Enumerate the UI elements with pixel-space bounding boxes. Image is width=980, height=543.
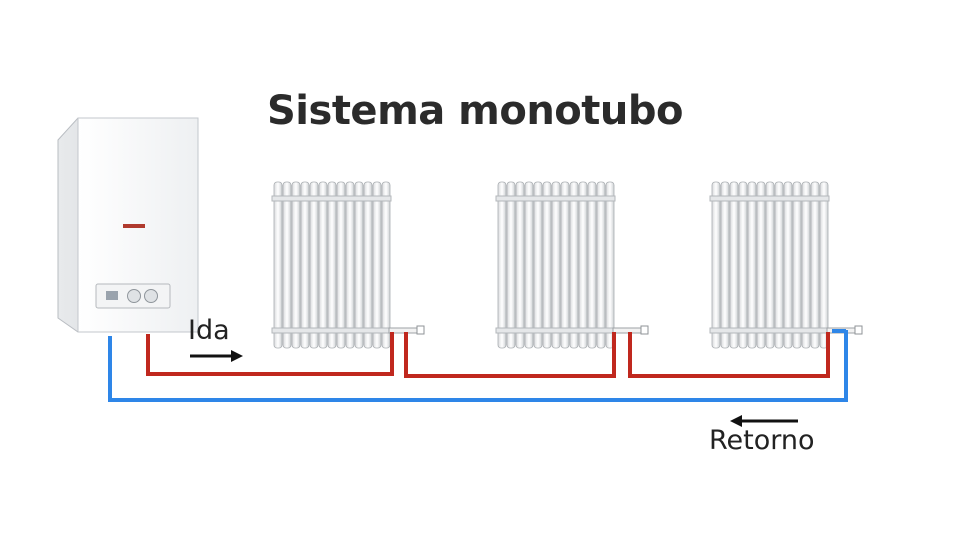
radiator-fin — [533, 181, 543, 349]
radiator-fin — [497, 181, 507, 349]
radiator-fin — [381, 181, 391, 349]
radiator-fin — [282, 181, 292, 349]
radiator-fin — [309, 181, 319, 349]
radiator-fin — [300, 181, 310, 349]
radiator-1 — [271, 181, 425, 349]
radiator-bottom-header — [495, 327, 616, 334]
radiator-fin — [587, 181, 597, 349]
radiator-bottom-header — [709, 327, 830, 334]
radiator-fin — [551, 181, 561, 349]
return-label: Retorno — [709, 425, 815, 456]
wall-boiler-icon — [57, 117, 199, 333]
radiator-fin — [765, 181, 775, 349]
radiator-top-header — [709, 195, 830, 202]
radiator-fin — [515, 181, 525, 349]
return-flow-arrow-icon — [730, 415, 798, 427]
radiator-valve — [612, 327, 642, 334]
supply-pipe-segment-3 — [628, 332, 830, 378]
radiator-fin — [363, 181, 373, 349]
radiator-top-header — [495, 195, 616, 202]
radiator-fin — [273, 181, 283, 349]
radiator-3 — [709, 181, 863, 349]
radiator-fin — [720, 181, 730, 349]
radiator-fin — [578, 181, 588, 349]
radiator-fin — [783, 181, 793, 349]
radiator-fin — [801, 181, 811, 349]
radiator-fin — [318, 181, 328, 349]
radiator-fin — [336, 181, 346, 349]
diagram-title: Sistema monotubo — [266, 88, 684, 134]
radiator-fin — [354, 181, 364, 349]
radiator-bottom-header — [271, 327, 392, 334]
radiator-fin — [524, 181, 534, 349]
supply-flow-arrow-icon — [190, 350, 243, 362]
return-pipe — [108, 330, 848, 402]
radiator-fin — [569, 181, 579, 349]
radiator-fin — [774, 181, 784, 349]
radiator-fin — [345, 181, 355, 349]
radiator-top-header — [271, 195, 392, 202]
radiator-valve-cap — [640, 325, 649, 335]
radiator-fin — [372, 181, 382, 349]
radiator-fin — [747, 181, 757, 349]
radiator-fin — [605, 181, 615, 349]
radiator-fin — [819, 181, 829, 349]
radiator-valve-cap — [416, 325, 425, 335]
radiator-fin — [596, 181, 606, 349]
radiator-fin — [756, 181, 766, 349]
radiator-fin — [291, 181, 301, 349]
radiator-fin — [792, 181, 802, 349]
radiator-fin — [738, 181, 748, 349]
radiator-valve-cap — [854, 325, 863, 335]
radiator-fin — [327, 181, 337, 349]
radiator-fin — [560, 181, 570, 349]
supply-pipe-segment-1 — [146, 332, 394, 376]
radiator-fin — [506, 181, 516, 349]
radiator-fin — [542, 181, 552, 349]
radiator-fin — [810, 181, 820, 349]
supply-label: Ida — [188, 315, 230, 346]
supply-pipe-segment-2 — [404, 332, 616, 378]
radiator-2 — [495, 181, 649, 349]
radiator-fin — [711, 181, 721, 349]
radiator-fin — [729, 181, 739, 349]
